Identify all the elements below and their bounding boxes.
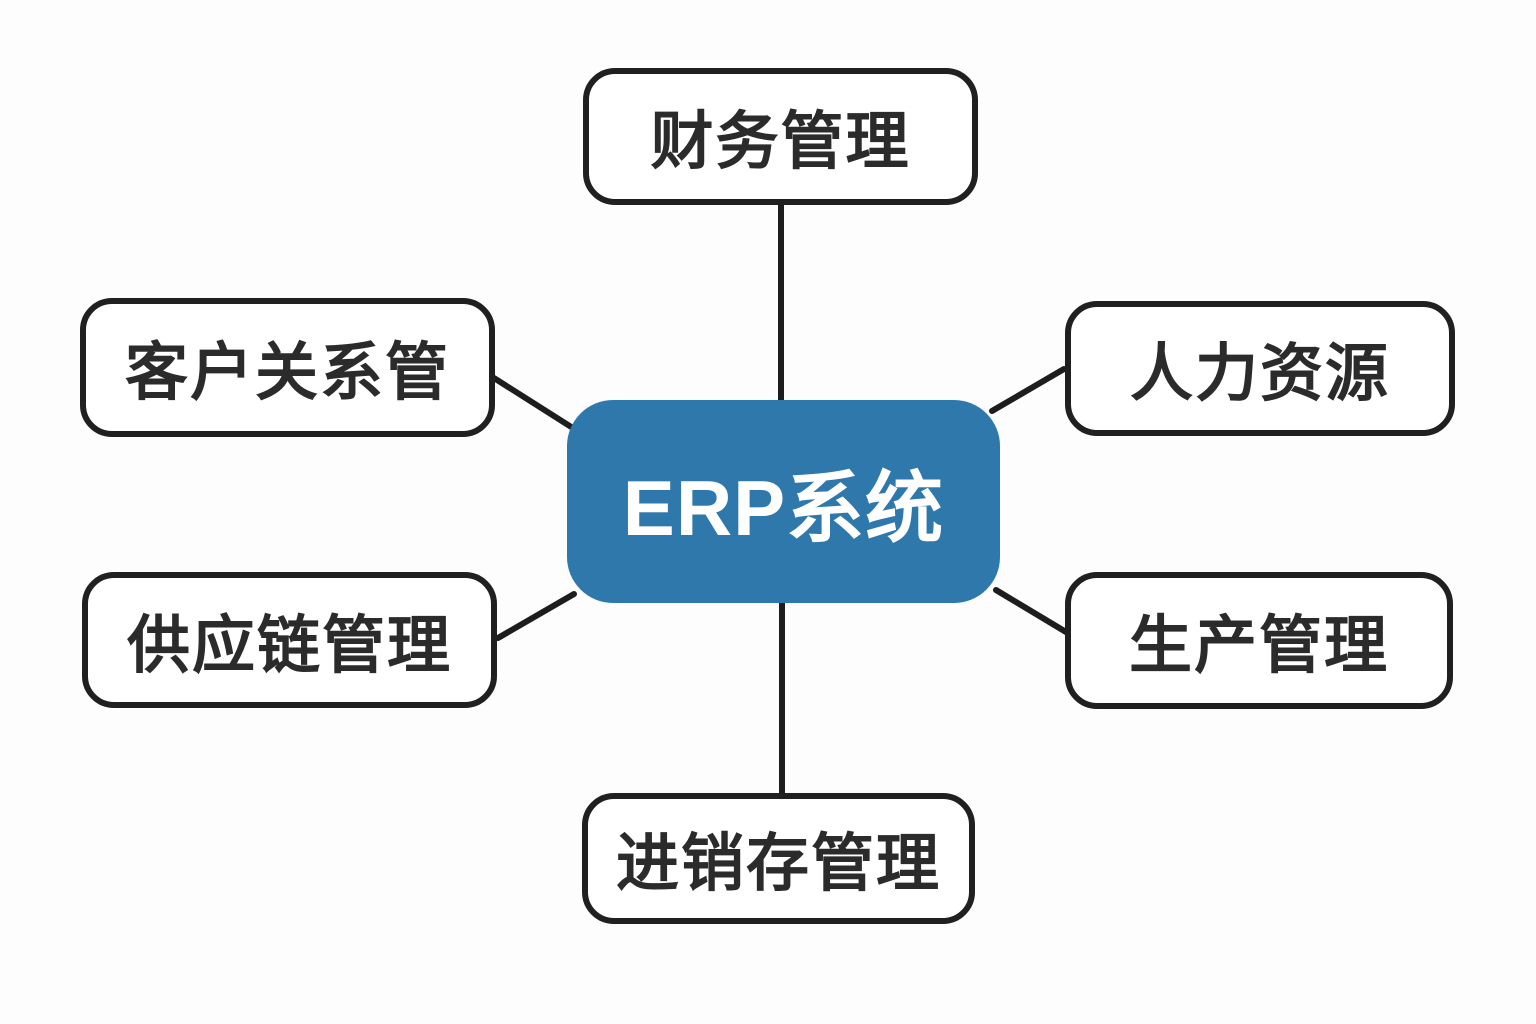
node-hr-label: 人力资源 xyxy=(1130,339,1390,409)
node-scm-label: 供应链管理 xyxy=(127,610,452,681)
node-erp-center-label: ERP系统 xyxy=(622,463,945,552)
node-hr: 人力资源 xyxy=(1065,301,1455,436)
node-finance-label: 财务管理 xyxy=(650,107,911,177)
node-crm-label: 客户关系管 xyxy=(125,338,450,408)
connector-erp-crm xyxy=(491,375,579,433)
connector-erp-hr xyxy=(989,366,1067,414)
node-crm: 客户关系管 xyxy=(80,298,495,437)
connector-erp-scm xyxy=(495,591,577,641)
node-finance: 财务管理 xyxy=(583,68,978,205)
connector-erp-production xyxy=(993,587,1069,635)
node-production-label: 生产管理 xyxy=(1129,611,1389,681)
node-inventory-label: 进销存管理 xyxy=(616,829,941,899)
node-production: 生产管理 xyxy=(1065,572,1453,709)
node-erp-center: ERP系统 xyxy=(567,400,1000,603)
node-inventory: 进销存管理 xyxy=(582,793,975,924)
node-scm: 供应链管理 xyxy=(82,572,497,708)
